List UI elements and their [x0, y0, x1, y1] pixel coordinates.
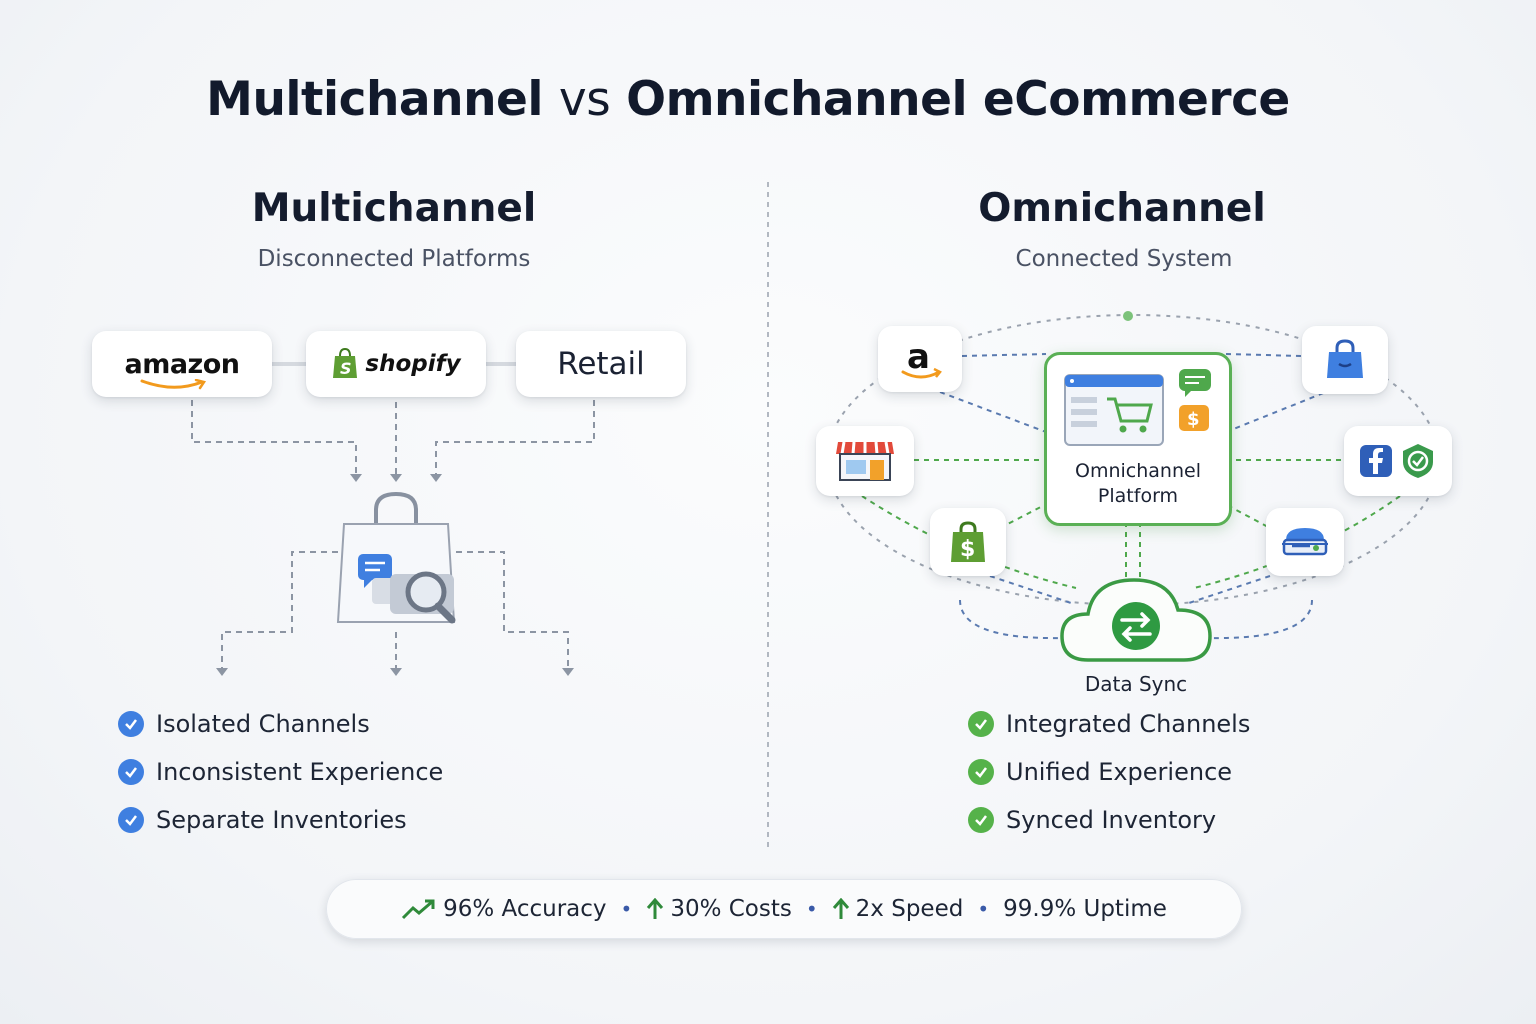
- amazon-smile-icon: [140, 378, 207, 389]
- check-icon: [968, 711, 994, 737]
- arrow-up-icon: [832, 898, 849, 919]
- feature-synced-inventory: Synced Inventory: [968, 806, 1216, 834]
- stat-accuracy: 96% Accuracy: [401, 896, 607, 922]
- check-icon: [968, 807, 994, 833]
- stat-speed: 2x Speed: [832, 896, 963, 922]
- feature-integrated-channels: Integrated Channels: [968, 710, 1250, 738]
- svg-text:$: $: [960, 537, 975, 562]
- check-icon: [118, 711, 144, 737]
- social-channel[interactable]: [1344, 426, 1452, 496]
- svg-text:a: a: [907, 337, 930, 377]
- shopify-bag-icon: S: [333, 348, 358, 378]
- shopify-label: shopify: [365, 351, 461, 377]
- multichannel-title: Multichannel: [251, 186, 537, 231]
- shield-check-icon: [1403, 444, 1433, 478]
- shopify-card[interactable]: S shopify: [306, 331, 486, 397]
- storefront-icon: [836, 441, 894, 481]
- separator-dot: •: [977, 897, 990, 921]
- separator-dot: •: [620, 897, 633, 921]
- shopping-bag-channel[interactable]: [1302, 326, 1388, 394]
- amazon-card[interactable]: amazon: [92, 331, 272, 397]
- shopify-channel[interactable]: $: [930, 508, 1006, 576]
- svg-text:$: $: [1187, 409, 1200, 430]
- omnichannel-subtitle: Connected System: [1015, 246, 1233, 272]
- check-icon: [968, 759, 994, 785]
- storefront-window-icon: $: [1064, 369, 1211, 446]
- shopify-icon: $: [951, 521, 985, 562]
- delivery-channel[interactable]: [1266, 508, 1344, 576]
- data-sync-label: Data Sync: [1084, 672, 1188, 696]
- feature-isolated-channels: Isolated Channels: [118, 710, 370, 738]
- amazon-logo: amazon: [124, 349, 240, 389]
- feature-separate-inventories: Separate Inventories: [118, 806, 407, 834]
- amazon-channel[interactable]: a: [878, 326, 962, 392]
- retail-label: Retail: [557, 346, 645, 382]
- check-icon: [118, 807, 144, 833]
- feature-inconsistent-experience: Inconsistent Experience: [118, 758, 443, 786]
- platform-label: Omnichannel Platform: [1075, 460, 1201, 507]
- delivery-truck-icon: [1282, 528, 1328, 556]
- trend-up-icon: [402, 899, 435, 920]
- shopping-bag-icon: [1327, 339, 1363, 378]
- multichannel-subtitle: Disconnected Platforms: [257, 246, 531, 272]
- storefront-channel[interactable]: [816, 426, 914, 496]
- facebook-icon: [1360, 445, 1392, 477]
- feature-unified-experience: Unified Experience: [968, 758, 1232, 786]
- amazon-icon: a: [901, 337, 942, 379]
- omnichannel-platform[interactable]: $ Omnichannel Platform: [1044, 352, 1232, 526]
- stat-uptime: 99.9% Uptime: [1003, 896, 1167, 922]
- shopping-bag-icon: [336, 491, 456, 624]
- check-icon: [118, 759, 144, 785]
- separator-dot: •: [805, 897, 818, 921]
- stat-costs: 30% Costs: [646, 896, 792, 922]
- retail-card[interactable]: Retail: [516, 331, 686, 397]
- cloud-sync-icon[interactable]: [1058, 574, 1214, 666]
- omnichannel-title: Omnichannel: [978, 186, 1266, 231]
- page-title: Multichannel vs Omnichannel eCommerce: [206, 72, 1290, 127]
- svg-text:S: S: [340, 359, 352, 378]
- arrow-up-icon: [647, 898, 664, 919]
- stats-bar: 96% Accuracy • 30% Costs • 2x Speed • 99…: [326, 879, 1242, 939]
